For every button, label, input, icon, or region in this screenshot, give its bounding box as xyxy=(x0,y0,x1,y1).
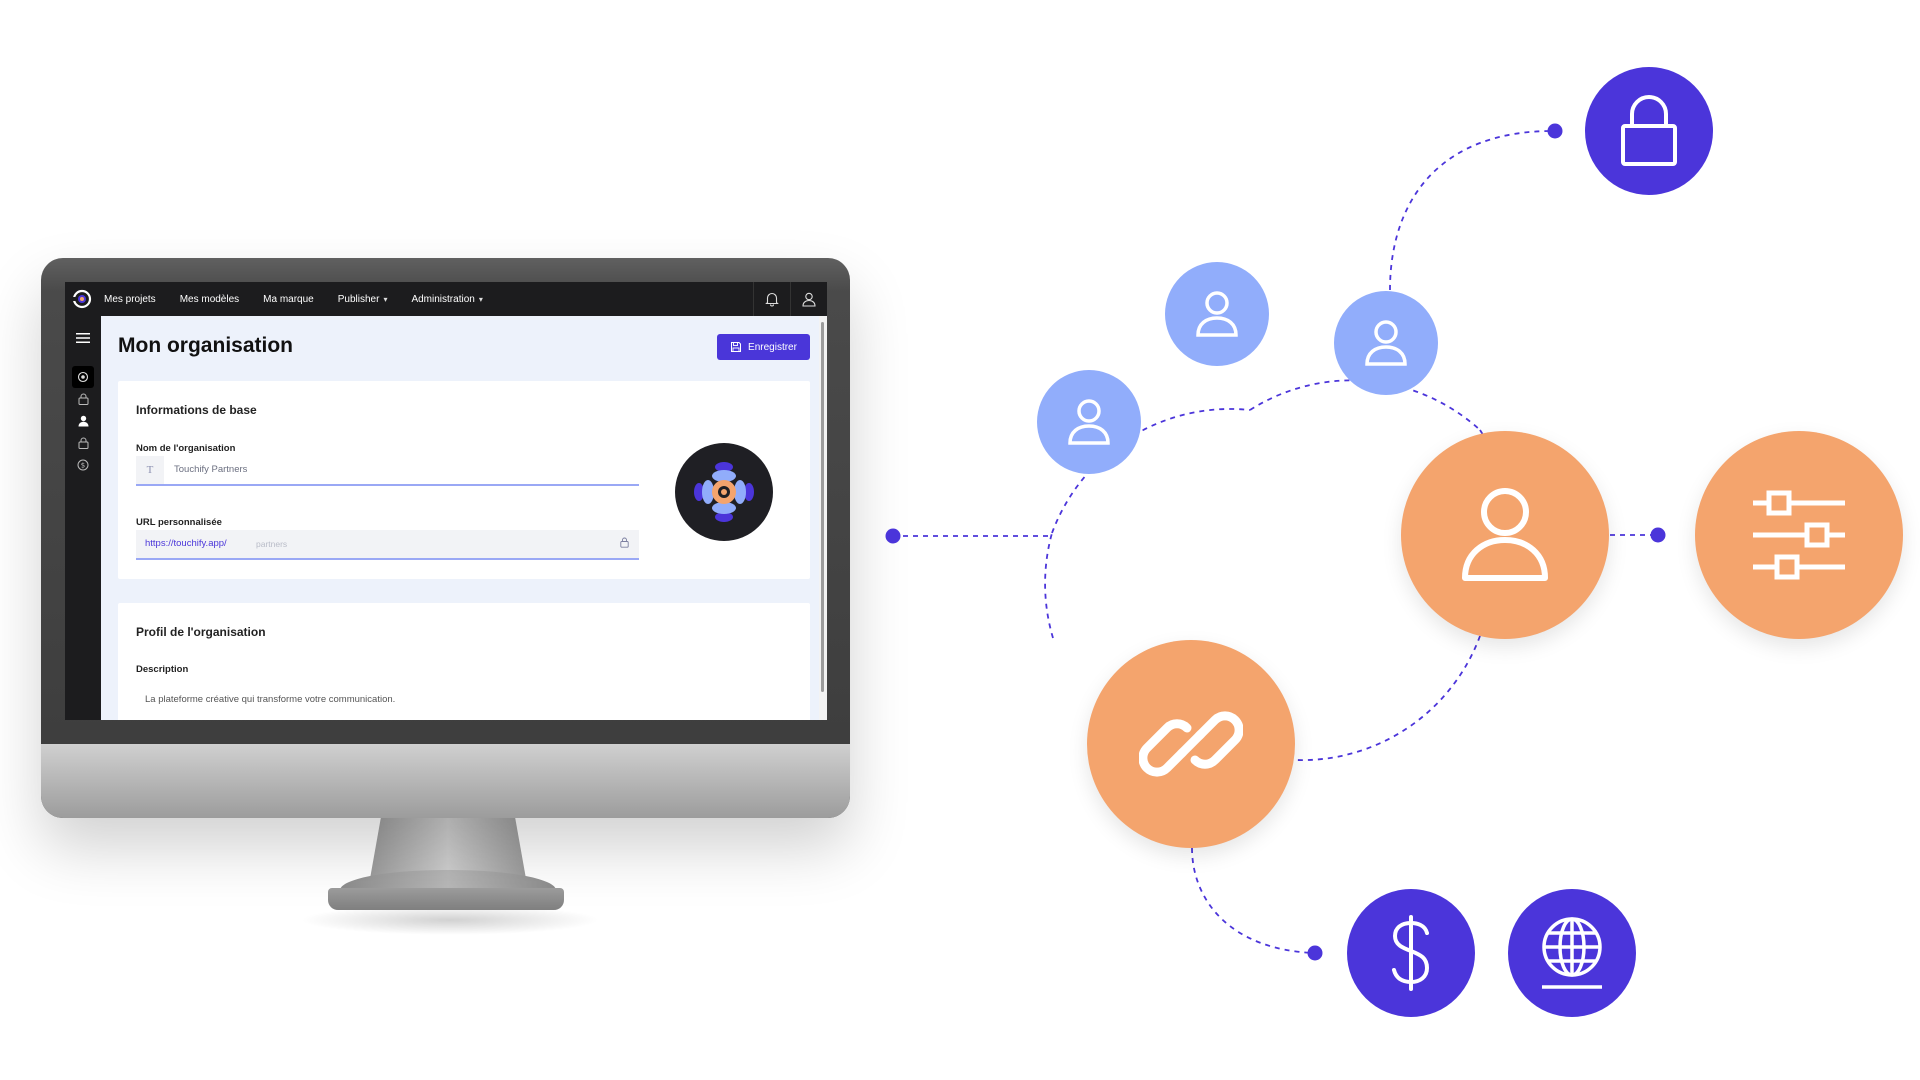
connector-arc xyxy=(1044,532,1054,639)
nav-label: Administration xyxy=(411,293,475,305)
sidebar-item-permissions[interactable] xyxy=(72,432,94,454)
scrollbar-thumb[interactable] xyxy=(821,322,824,692)
app-screen: Mes projets Mes modèles Ma marque Publis… xyxy=(65,282,827,720)
custom-url-input[interactable]: https://touchify.app/ partners xyxy=(136,530,639,560)
content-scrollbar[interactable] xyxy=(819,316,827,720)
sidebar-item-organization[interactable] xyxy=(72,366,94,388)
chevron-down-icon: ▾ xyxy=(383,294,388,304)
monitor-stand-base xyxy=(328,888,564,910)
connector-dot xyxy=(1650,527,1666,543)
sidebar-item-security[interactable] xyxy=(72,388,94,410)
nav-administration[interactable]: Administration▾ xyxy=(411,294,482,305)
description-value[interactable]: La plateforme créative qui transforme vo… xyxy=(145,694,396,705)
bell-icon xyxy=(765,292,779,307)
link-icon xyxy=(1139,711,1243,777)
settings-node xyxy=(1695,431,1903,639)
billing-node xyxy=(1347,889,1475,1017)
account-button[interactable] xyxy=(790,282,827,316)
card-title: Informations de base xyxy=(136,403,257,417)
nav-mes-modeles[interactable]: Mes modèles xyxy=(180,294,239,305)
user-icon xyxy=(1196,291,1238,337)
top-navigation-bar: Mes projets Mes modèles Ma marque Publis… xyxy=(65,282,827,316)
lock-icon xyxy=(620,537,629,548)
nav-label: Publisher xyxy=(337,293,380,305)
text-field-icon: T xyxy=(136,456,164,484)
lock-icon xyxy=(78,393,88,405)
organization-logo[interactable] xyxy=(675,443,773,541)
sidebar-item-users[interactable] xyxy=(72,410,94,432)
description-label: Description xyxy=(136,664,189,675)
organization-logo-icon xyxy=(694,462,754,522)
basic-info-card: Informations de base Nom de l'organisati… xyxy=(118,381,810,579)
nav-label: Mes projets xyxy=(104,293,156,305)
globe-node xyxy=(1508,889,1636,1017)
user-icon xyxy=(802,292,816,307)
save-button[interactable]: Enregistrer xyxy=(717,334,810,360)
org-profile-card: Profil de l'organisation Description La … xyxy=(118,603,810,720)
sidebar: $ xyxy=(65,316,101,720)
user-icon xyxy=(1068,399,1110,445)
monitor: Mes projets Mes modèles Ma marque Publis… xyxy=(41,258,850,818)
url-placeholder: partners xyxy=(256,539,288,549)
nav-ma-marque[interactable]: Ma marque xyxy=(263,294,314,305)
sidebar-item-billing[interactable]: $ xyxy=(72,454,94,476)
card-title: Profil de l'organisation xyxy=(136,625,266,639)
save-icon xyxy=(731,342,742,352)
connector-to-lock xyxy=(1389,130,1556,291)
connector-arc xyxy=(1294,635,1481,761)
nav-label: Mes modèles xyxy=(179,293,240,305)
user-icon xyxy=(78,415,88,427)
monitor-shadow xyxy=(300,905,600,935)
chevron-down-icon: ▾ xyxy=(478,294,483,304)
user-node xyxy=(1037,370,1141,474)
nav-publisher[interactable]: Publisher▾ xyxy=(338,294,388,305)
sliders-icon xyxy=(1753,490,1845,580)
lock-icon xyxy=(1621,95,1677,166)
org-name-input[interactable]: T Touchify Partners xyxy=(136,456,639,486)
connector-dot xyxy=(885,528,901,544)
menu-icon xyxy=(76,333,90,343)
user-icon xyxy=(1365,320,1407,366)
page-title: Mon organisation xyxy=(118,334,293,357)
lock-icon xyxy=(78,437,88,449)
user-icon xyxy=(1462,488,1548,581)
connector-dot xyxy=(1547,123,1563,139)
url-prefix: https://touchify.app/ xyxy=(145,538,227,549)
save-button-label: Enregistrer xyxy=(748,341,797,353)
org-name-value: Touchify Partners xyxy=(174,464,248,475)
notifications-button[interactable] xyxy=(753,282,790,316)
dollar-icon xyxy=(1392,915,1430,991)
org-name-label: Nom de l'organisation xyxy=(136,443,236,454)
top-right-actions xyxy=(753,282,827,316)
connector-dot xyxy=(1307,945,1323,961)
nav-mes-projets[interactable]: Mes projets xyxy=(104,294,156,305)
connector-to-dollar xyxy=(1191,847,1316,954)
main-content: Mon organisation Enregistrer Information… xyxy=(101,316,819,720)
link-node xyxy=(1087,640,1295,848)
main-user-node xyxy=(1401,431,1609,639)
user-node xyxy=(1165,262,1269,366)
connector-arc xyxy=(1051,408,1251,534)
lock-node xyxy=(1585,67,1713,195)
svg-text:$: $ xyxy=(81,462,85,470)
sidebar-menu-button[interactable] xyxy=(72,327,94,349)
touchify-logo-icon[interactable] xyxy=(72,289,92,309)
url-label: URL personnalisée xyxy=(136,517,222,528)
dollar-icon: $ xyxy=(77,459,89,471)
user-node xyxy=(1334,291,1438,395)
organization-icon xyxy=(77,371,89,383)
globe-icon xyxy=(1542,917,1602,989)
nav-label: Ma marque xyxy=(263,293,314,305)
monitor-chin xyxy=(41,744,850,818)
